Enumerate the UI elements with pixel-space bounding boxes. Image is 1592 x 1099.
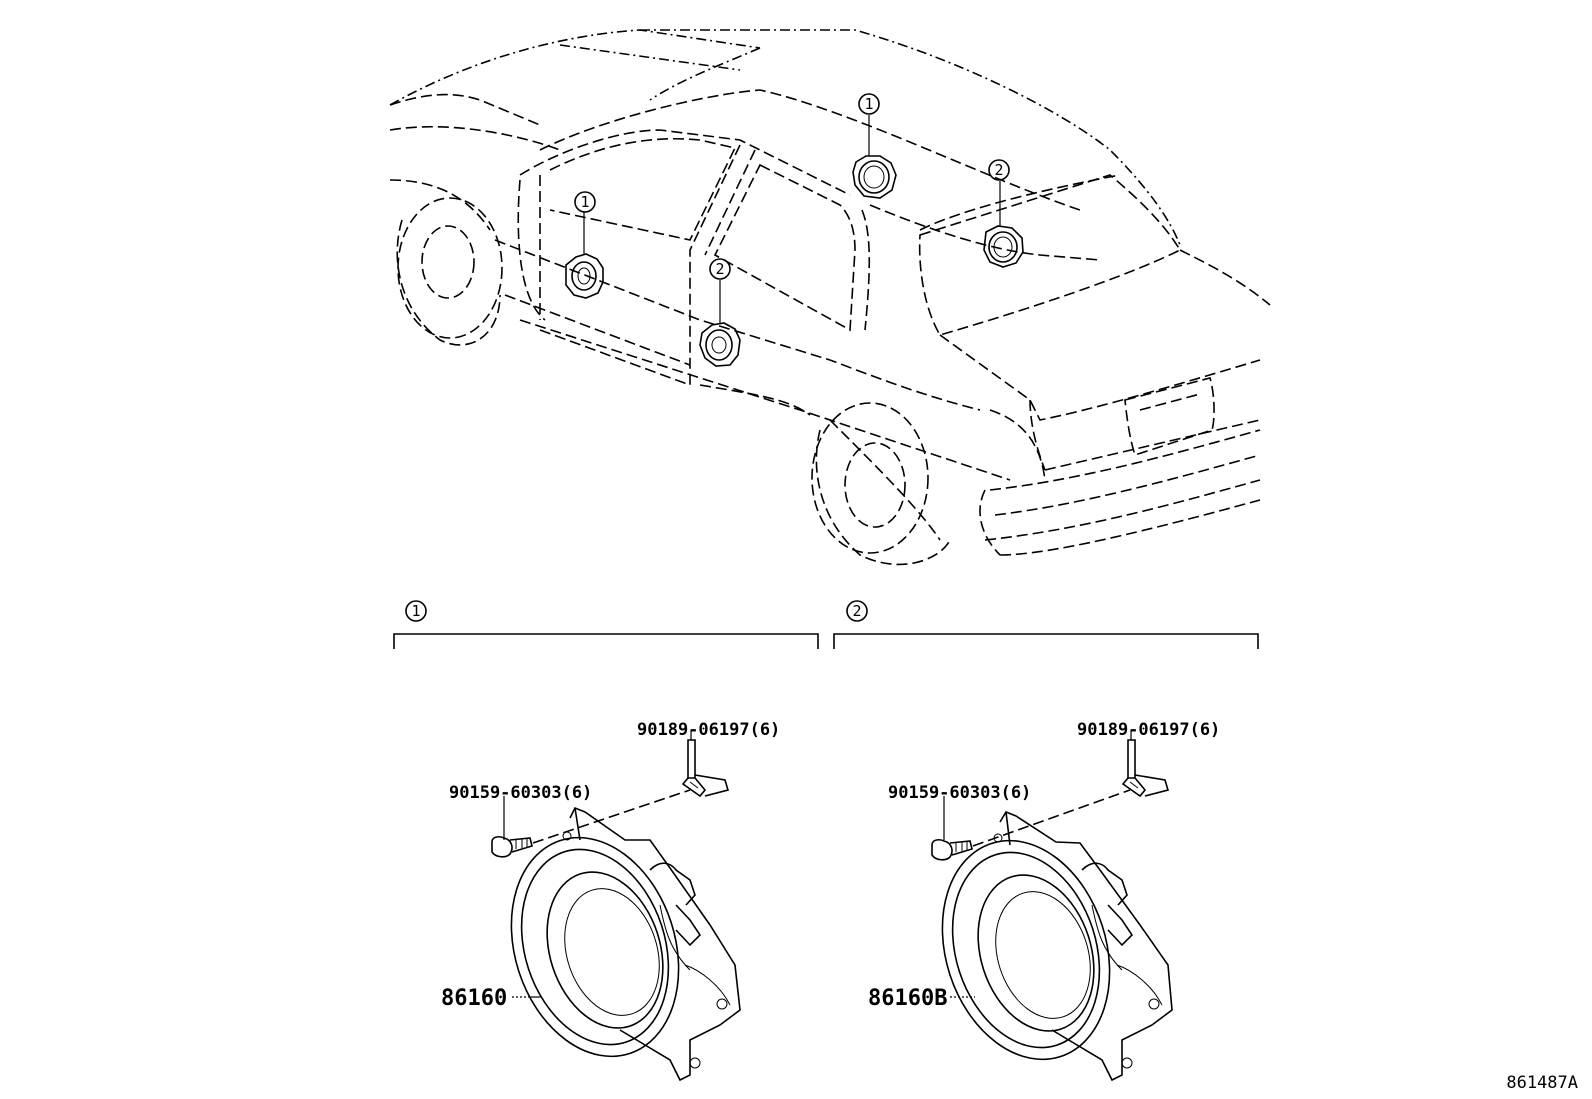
car-outline [389, 29, 1271, 566]
label-nut-2: 90189-06197(6) [1077, 720, 1220, 740]
svg-text:1: 1 [864, 95, 873, 113]
callout-car-2a: 2 [988, 159, 1010, 181]
group-1-parts: 90189-06197(6) 90159-60303(6) 86160 [441, 720, 780, 1082]
label-nut-1: 90189-06197(6) [637, 720, 780, 740]
callout-car-1b: 1 [574, 191, 596, 213]
illustration-id: 861487A [1506, 1073, 1578, 1093]
svg-text:2: 2 [994, 161, 1003, 179]
svg-text:2: 2 [715, 260, 724, 278]
nut-clip-2 [1121, 739, 1170, 798]
speaker-86160B [941, 811, 1173, 1082]
svg-text:1: 1 [580, 193, 589, 211]
callout-car-1a: 1 [858, 93, 880, 115]
screw-2 [931, 796, 973, 861]
car-speaker-rear-door [699, 280, 741, 367]
screw-1 [491, 796, 533, 858]
svg-text:2: 2 [852, 602, 861, 620]
svg-text:1: 1 [411, 602, 420, 620]
group-bracket-2: 2 [833, 600, 1259, 649]
label-screw-1: 90159-60303(6) [449, 783, 592, 803]
car-speaker-front-door [565, 212, 604, 299]
callout-car-2b: 2 [709, 258, 731, 280]
label-speaker-1: 86160 [441, 986, 507, 1011]
car-speaker-roof-left [852, 115, 897, 199]
group-2-parts: 90189-06197(6) 90159-60303(6) 86160B [868, 720, 1220, 1082]
group-bracket-1: 1 [393, 600, 819, 649]
nut-clip-1 [681, 739, 730, 798]
label-speaker-2: 86160B [868, 986, 947, 1011]
speaker-86160 [510, 806, 741, 1082]
label-screw-2: 90159-60303(6) [888, 783, 1031, 803]
car-speaker-rear-shelf [983, 181, 1024, 268]
